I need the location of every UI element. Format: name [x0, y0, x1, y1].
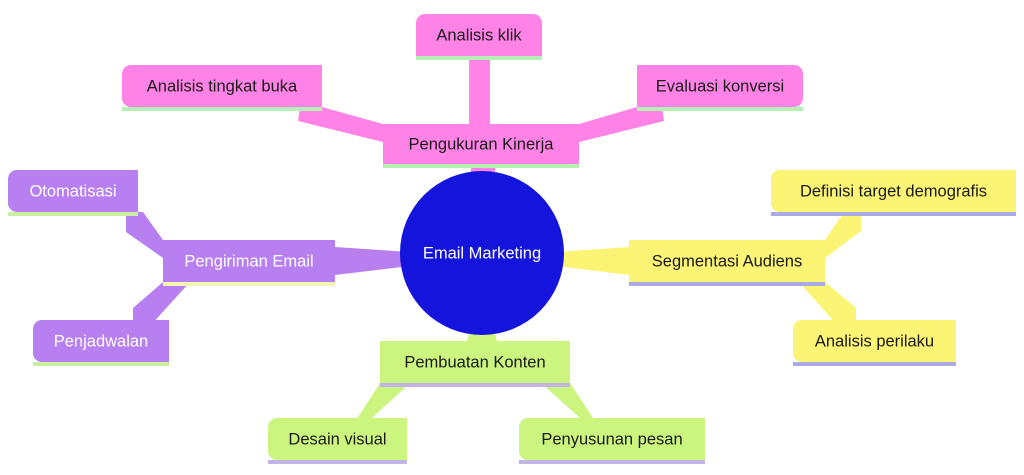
node-label-desain-visual: Desain visual [288, 430, 386, 448]
connector-pengiriman-to-penjadwalan [133, 282, 190, 326]
connector-pembuatan-to-desain [346, 383, 410, 436]
node-pembuatan-konten[interactable]: Pembuatan Konten [380, 341, 570, 387]
node-accent-bar-analisis-klik [416, 56, 542, 60]
node-label-definisi-target-demografis: Definisi target demografis [800, 182, 987, 200]
node-label-analisis-tingkat-buka: Analisis tingkat buka [147, 77, 298, 95]
node-accent-bar-analisis-perilaku [793, 362, 956, 366]
node-pengiriman-email[interactable]: Pengiriman Email [163, 240, 335, 286]
center-node-shape[interactable] [400, 171, 564, 335]
node-accent-bar-penjadwalan [33, 362, 169, 366]
connector-pembuatan-to-penyusunan [541, 383, 605, 436]
node-accent-bar-desain-visual [268, 460, 407, 464]
connector-pengukuran-to-tingkat-buka [298, 107, 383, 142]
center-node[interactable]: Email Marketing [400, 171, 564, 335]
node-body-penyusunan-pesan[interactable] [519, 418, 705, 460]
node-body-otomatisasi[interactable] [8, 170, 138, 212]
node-body-penjadwalan[interactable] [33, 320, 169, 362]
node-label-pengukuran-kinerja: Pengukuran Kinerja [409, 135, 555, 153]
connector-center-to-segmentasi [556, 247, 629, 275]
node-label-pembuatan-konten: Pembuatan Konten [404, 353, 545, 371]
node-accent-bar-evaluasi-konversi [637, 107, 803, 111]
node-otomatisasi[interactable]: Otomatisasi [8, 170, 138, 216]
connector-pengiriman-to-otomatisasi [126, 212, 163, 258]
node-label-evaluasi-konversi: Evaluasi konversi [656, 77, 784, 95]
node-accent-bar-pengiriman-email [163, 282, 335, 286]
node-penjadwalan[interactable]: Penjadwalan [33, 320, 169, 366]
node-label-analisis-perilaku: Analisis perilaku [815, 332, 934, 350]
node-body-analisis-klik[interactable] [416, 14, 542, 56]
center-node-label: Email Marketing [423, 244, 541, 262]
node-analisis-tingkat-buka[interactable]: Analisis tingkat buka [122, 65, 322, 111]
connector-segmentasi-to-definisi [825, 212, 861, 258]
node-accent-bar-analisis-tingkat-buka [122, 107, 322, 111]
node-body-evaluasi-konversi[interactable] [637, 65, 803, 107]
node-label-pengiriman-email: Pengiriman Email [184, 252, 313, 270]
node-accent-bar-pengukuran-kinerja [383, 164, 579, 168]
node-analisis-klik[interactable]: Analisis klik [416, 14, 542, 60]
node-analisis-perilaku[interactable]: Analisis perilaku [793, 320, 956, 366]
node-label-analisis-klik: Analisis klik [436, 26, 522, 44]
node-evaluasi-konversi[interactable]: Evaluasi konversi [637, 65, 803, 111]
node-body-analisis-perilaku[interactable] [793, 320, 956, 362]
connector-pengukuran-to-evaluasi [579, 107, 664, 142]
node-accent-bar-pembuatan-konten [380, 383, 570, 387]
node-body-analisis-tingkat-buka[interactable] [122, 65, 322, 107]
node-desain-visual[interactable]: Desain visual [268, 418, 407, 464]
node-label-penyusunan-pesan: Penyusunan pesan [541, 430, 682, 448]
connector-segmentasi-to-perilaku [799, 282, 856, 326]
node-pengukuran-kinerja[interactable]: Pengukuran Kinerja [383, 124, 579, 168]
node-label-otomatisasi: Otomatisasi [29, 182, 116, 200]
node-accent-bar-definisi-target-demografis [771, 212, 1016, 216]
connector-pengukuran-to-klik [469, 56, 490, 124]
connector-center-to-pengiriman [335, 247, 410, 275]
node-body-segmentasi-audiens[interactable] [629, 240, 825, 282]
node-segmentasi-audiens[interactable]: Segmentasi Audiens [629, 240, 825, 286]
node-label-penjadwalan: Penjadwalan [54, 332, 149, 350]
node-body-pengiriman-email[interactable] [163, 240, 335, 282]
node-body-pembuatan-konten[interactable] [380, 341, 570, 383]
node-accent-bar-otomatisasi [8, 212, 138, 216]
node-body-desain-visual[interactable] [268, 418, 407, 460]
node-accent-bar-segmentasi-audiens [629, 282, 825, 286]
node-definisi-target-demografis[interactable]: Definisi target demografis [771, 170, 1016, 216]
node-label-segmentasi-audiens: Segmentasi Audiens [652, 252, 802, 270]
node-accent-bar-penyusunan-pesan [519, 460, 705, 464]
node-penyusunan-pesan[interactable]: Penyusunan pesan [519, 418, 705, 464]
node-body-definisi-target-demografis[interactable] [771, 170, 1016, 212]
node-body-pengukuran-kinerja[interactable] [383, 124, 579, 164]
